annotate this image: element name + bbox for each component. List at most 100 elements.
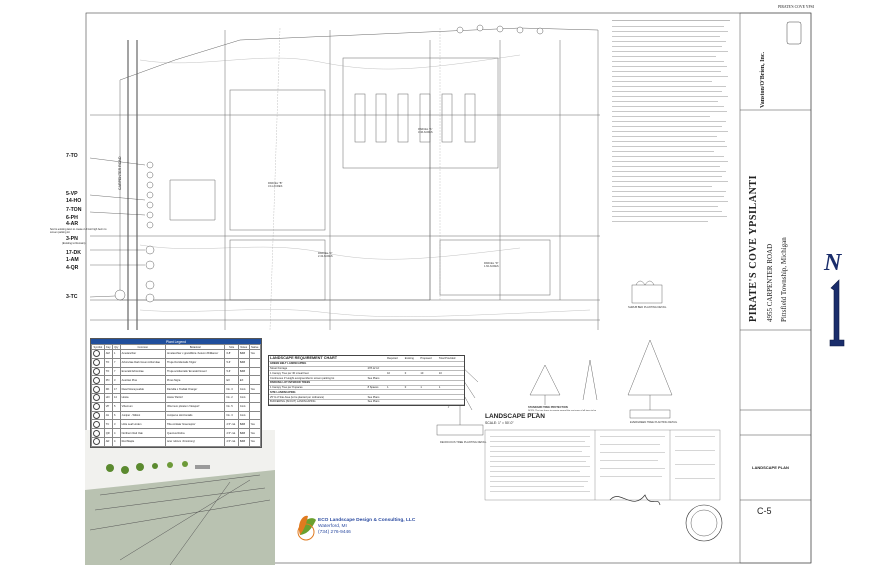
- legend-cell: VP: [103, 401, 113, 412]
- callout-1-am: 1-AM: [66, 257, 79, 263]
- requirement-cell: SITE LANDSCAPING: [269, 389, 367, 396]
- requirement-cell: BUFFERING (IN/OUT) LANDSCAPING: [269, 399, 367, 405]
- requirement-cell: 10: [386, 370, 404, 377]
- legend-cell: Juniperus Horizontalis: [164, 410, 226, 421]
- legend-cell: No. 5: [224, 401, 239, 412]
- legend-cell: Viburnum plicatum 'Newport': [164, 401, 226, 412]
- requirement-cell: [437, 389, 464, 396]
- rendering-image: [85, 430, 275, 566]
- legend-cell: Juniper - Wiltoni: [119, 410, 166, 421]
- evergreen-detail-title: EVERGREEN TREE PLANTING DETAIL: [630, 421, 678, 424]
- requirement-cell: 25 % of Site Area (to be planted per ord…: [269, 394, 367, 401]
- plant-symbol-icon: [93, 394, 100, 402]
- requirement-cell: See Plans: [366, 375, 387, 381]
- legend-cell: EX: [237, 375, 250, 386]
- tree-protection-note: NOTE: The tree fence to remain around th…: [528, 410, 597, 415]
- requirement-cell: [403, 389, 420, 396]
- legend-cell: Northern Red Oak: [119, 428, 166, 438]
- legend-cell: Austrian Pine: [119, 375, 166, 386]
- requirement-chart: LANDSCAPE REQUIREMENT CHART Required Exi…: [268, 355, 465, 406]
- requirement-cell: 1: [437, 385, 464, 391]
- plant-symbol-icon: [91, 428, 105, 438]
- legend-cell: DK: [103, 384, 113, 394]
- legend-cell: No. 2: [224, 392, 239, 403]
- legend-cell: Diervilla x 'Kodiak Orange': [164, 384, 226, 394]
- eco-logo-leaf: [297, 515, 316, 541]
- legend-cell: Quercus Rubra: [164, 428, 226, 438]
- plant-symbol-icon: [93, 412, 100, 419]
- legend-cell: TC: [103, 419, 113, 430]
- legend-cell: Yes: [248, 419, 262, 430]
- legend-cell: 7: [111, 357, 121, 368]
- requirement-cell: [386, 361, 404, 367]
- plant-symbol-icon: [93, 376, 100, 384]
- legend-cell: Hosta 'Patriot': [164, 392, 226, 403]
- plant-symbol-icon: [93, 359, 100, 367]
- col-size: Size: [224, 344, 239, 350]
- requirement-cell: GREEN BELT LANDSCAPING: [269, 361, 367, 367]
- requirement-cell: 10: [419, 370, 438, 377]
- legend-cell: Arborvitae Dark Green Arborvitae: [119, 357, 166, 368]
- symbol-legend-box: [484, 429, 721, 501]
- legend-cell: 2.5" cal.: [224, 419, 239, 430]
- parcel-a: PARCEL "A"3.46 ACRES: [418, 128, 433, 135]
- legend-cell: 4: [111, 436, 121, 447]
- plant-symbol-icon: [93, 438, 100, 446]
- requirement-cell: [437, 394, 464, 401]
- legend-cell: Hosta: [119, 392, 166, 403]
- requirement-cell: [437, 375, 464, 381]
- callout-14-ho: 14-HO: [66, 198, 82, 204]
- requirement-cell: 1: [386, 385, 404, 391]
- parcel-b: PARCEL "B"3.11 ACRES: [268, 182, 283, 189]
- project-township: Pittsfield Township, Michigan: [780, 237, 788, 322]
- requirement-cell: [386, 380, 404, 386]
- callout-leaders: [89, 157, 146, 298]
- requirement-cell: [437, 380, 464, 386]
- requirement-cell: 8 Spaces: [366, 385, 387, 391]
- requirement-cell: [386, 399, 404, 405]
- legend-cell: AM: [103, 349, 113, 359]
- requirement-cell: [419, 394, 438, 401]
- requirement-row: GREEN BELT LANDSCAPING: [269, 361, 464, 367]
- legend-cell: 6-8': [224, 349, 239, 359]
- plan-scale: SCALE: 1" = 50'-0": [485, 421, 514, 425]
- requirement-cell: 1 Canopy Tree per 8 spaces: [269, 385, 367, 391]
- legend-cell: 4: [111, 428, 121, 438]
- plant-symbol-icon: [93, 350, 100, 358]
- requirement-cell: Continuous 3' Height evergreen/berm scre…: [269, 375, 367, 381]
- legend-cell: AR: [103, 436, 113, 447]
- legend-cell: Yes: [248, 349, 262, 359]
- legend-cell: EX: [224, 375, 239, 386]
- signature: [609, 494, 661, 506]
- firm-name: Vanston/O'Brien, Inc.: [760, 52, 766, 108]
- legend-cell: 2.5" cal.: [224, 428, 239, 438]
- legend-cell: TO: [103, 357, 113, 368]
- plant-symbol-icon: [93, 385, 100, 393]
- legend-cell: Red Maple: [119, 436, 166, 447]
- callout-4-ar: 4-AR: [66, 221, 79, 227]
- requirement-cell: Street frontage: [269, 366, 367, 372]
- requirement-cell: [419, 366, 438, 372]
- sheet-label: LANDSCAPE PLAN: [752, 465, 789, 470]
- legend-cell: 1: [111, 349, 121, 359]
- legend-cell: Acer rubrum 'Armstrong': [164, 436, 226, 447]
- callout-sod-note: Sod to existing lawn to create 2-3 foot …: [50, 228, 107, 234]
- legend-cell: TO: [103, 366, 113, 377]
- col-key: Key: [103, 344, 113, 350]
- requirement-row: Continuous 3' Height evergreen/berm scre…: [269, 375, 464, 381]
- legend-cell: Cont.: [237, 410, 250, 421]
- legend-cell: PN: [103, 375, 113, 386]
- requirement-cell: 0: [403, 385, 420, 391]
- parcel-c: PARCEL "C"2.43 ACRES: [318, 252, 333, 259]
- requirement-cell: [366, 370, 387, 377]
- requirement-cell: [419, 375, 438, 381]
- legend-cell: 2.5" cal.: [224, 436, 239, 447]
- requirement-cell: [403, 399, 420, 405]
- legend-cell: HO: [103, 392, 113, 403]
